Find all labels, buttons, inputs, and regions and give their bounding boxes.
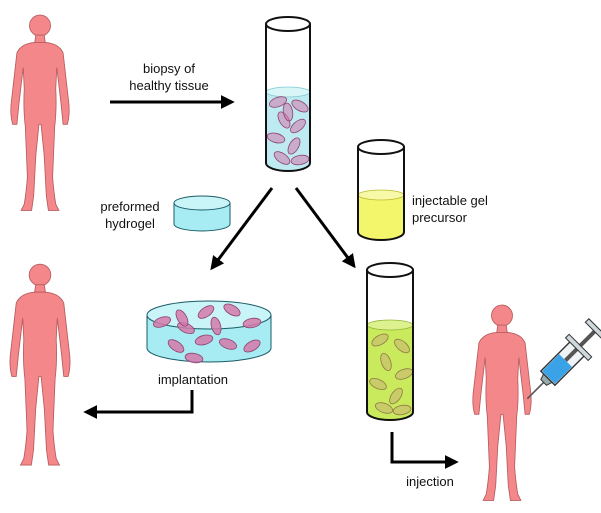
- tube-rim: [366, 262, 414, 278]
- cell: [152, 316, 172, 328]
- tube-outline: [265, 24, 311, 172]
- cell: [290, 118, 306, 134]
- tube-outline: [366, 270, 414, 421]
- cell: [242, 317, 262, 329]
- cell: [273, 151, 291, 165]
- cell: [223, 303, 241, 317]
- cell: [290, 154, 310, 166]
- arrow-to-injectable: [294, 187, 356, 269]
- syringe: [526, 318, 601, 400]
- gel-precursor-tube: [357, 139, 405, 241]
- cell: [175, 309, 189, 327]
- preformed-hydrogel-label: preformed hydrogel: [100, 199, 160, 231]
- syringe-needle: [526, 381, 545, 400]
- cell: [291, 99, 309, 113]
- preformed-hydrogel-disc: [173, 195, 231, 232]
- cell: [371, 333, 389, 347]
- tube-rim: [265, 16, 311, 32]
- cell: [282, 102, 294, 122]
- cell-gel-surface: [366, 319, 414, 331]
- biopsy-label: biopsy of healthy tissue: [129, 61, 209, 93]
- cell: [218, 338, 238, 350]
- gel-precursor-surface: [357, 189, 405, 201]
- biopsy-cell-tube: [265, 16, 311, 172]
- cell: [394, 338, 410, 354]
- cell: [392, 404, 412, 416]
- patient-implantation-figure: [9, 263, 71, 466]
- cell-gel-mixture-tube: [366, 262, 414, 421]
- cell: [369, 377, 387, 391]
- implantation-label: implantation: [157, 372, 229, 387]
- disc-side: [173, 203, 231, 232]
- tube-cells: [266, 96, 310, 166]
- syringe-finger-flange: [564, 333, 593, 362]
- tube-outline: [357, 147, 405, 241]
- cell: [268, 96, 288, 108]
- cell: [197, 305, 215, 319]
- disc-cells: [152, 303, 262, 364]
- patient-donor-figure: [10, 14, 70, 211]
- cell-suspension-surface: [265, 86, 311, 98]
- cell: [389, 387, 403, 405]
- cell: [374, 402, 394, 414]
- syringe-fluid: [542, 354, 572, 384]
- tube-rim: [357, 139, 405, 155]
- injection-label: injection: [406, 474, 454, 489]
- syringe-plunger-head: [584, 318, 601, 342]
- cell: [287, 137, 301, 155]
- disc-top: [173, 195, 231, 211]
- cell-seeded-hydrogel-disc: [146, 300, 272, 364]
- cell: [184, 352, 204, 364]
- arrow-injection: [390, 432, 459, 469]
- cell: [167, 339, 185, 353]
- cell: [210, 316, 222, 336]
- cell: [266, 132, 286, 144]
- cell: [194, 334, 214, 346]
- injectable-gel-precursor-label: injectable gel precursor: [412, 193, 488, 225]
- cell: [380, 352, 392, 372]
- arrow-to-preformed: [210, 187, 274, 271]
- patient-injection-figure: [472, 304, 532, 501]
- cell: [243, 339, 261, 353]
- arrow-implantation: [83, 390, 194, 419]
- gel-precursor-liquid: [358, 195, 404, 240]
